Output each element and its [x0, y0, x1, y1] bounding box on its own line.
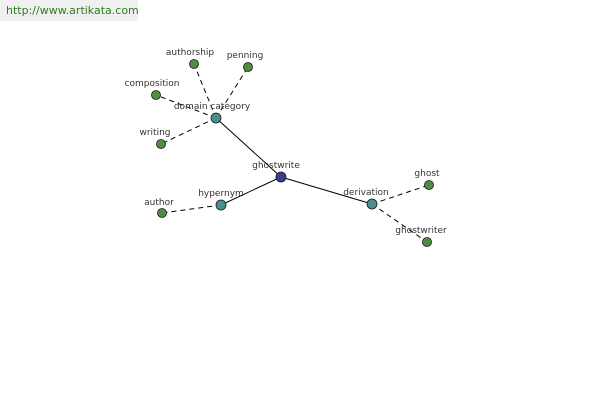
edge-derivation-ghostwriter: [371, 203, 428, 243]
edge-ghostwrite-hypernym: [220, 176, 282, 206]
site-url-link[interactable]: http://www.artikata.com: [0, 0, 139, 21]
node-writing[interactable]: [156, 139, 166, 149]
edge-domain-category-writing: [160, 117, 217, 145]
edge-ghostwrite-derivation: [280, 176, 373, 205]
node-label-penning[interactable]: penning: [227, 51, 264, 61]
edges-layer: [155, 63, 430, 243]
nodes-layer: [151, 59, 434, 247]
edge-hypernym-author: [161, 204, 222, 214]
node-authorship[interactable]: [189, 59, 199, 69]
edge-domain-category-composition: [155, 94, 217, 119]
node-ghost[interactable]: [424, 180, 434, 190]
node-label-ghost[interactable]: ghost: [414, 169, 440, 179]
node-label-author[interactable]: author: [144, 198, 174, 208]
node-label-ghostwriter[interactable]: ghostwriter: [395, 226, 447, 236]
node-label-domain-category[interactable]: domain category: [174, 102, 251, 112]
node-ghostwriter[interactable]: [422, 237, 432, 247]
node-domain-category[interactable]: [210, 112, 222, 124]
node-label-ghostwrite[interactable]: ghostwrite: [252, 161, 300, 171]
node-label-composition[interactable]: composition: [125, 79, 180, 89]
node-ghostwrite[interactable]: [275, 171, 287, 183]
edge-derivation-ghost: [371, 184, 430, 205]
node-composition[interactable]: [151, 90, 161, 100]
edge-ghostwrite-domain-category: [215, 117, 282, 178]
node-label-writing[interactable]: writing: [139, 128, 170, 138]
edge-domain-category-penning: [215, 66, 249, 119]
node-label-derivation[interactable]: derivation: [343, 188, 389, 198]
node-derivation[interactable]: [366, 198, 378, 210]
node-label-authorship[interactable]: authorship: [166, 48, 215, 58]
node-penning[interactable]: [243, 62, 253, 72]
edge-domain-category-authorship: [193, 63, 217, 119]
node-label-hypernym[interactable]: hypernym: [198, 189, 244, 199]
labels-layer: ghostwrite domain category hypernym derivat…: [125, 48, 447, 236]
node-hypernym[interactable]: [215, 199, 227, 211]
node-author[interactable]: [157, 208, 167, 218]
